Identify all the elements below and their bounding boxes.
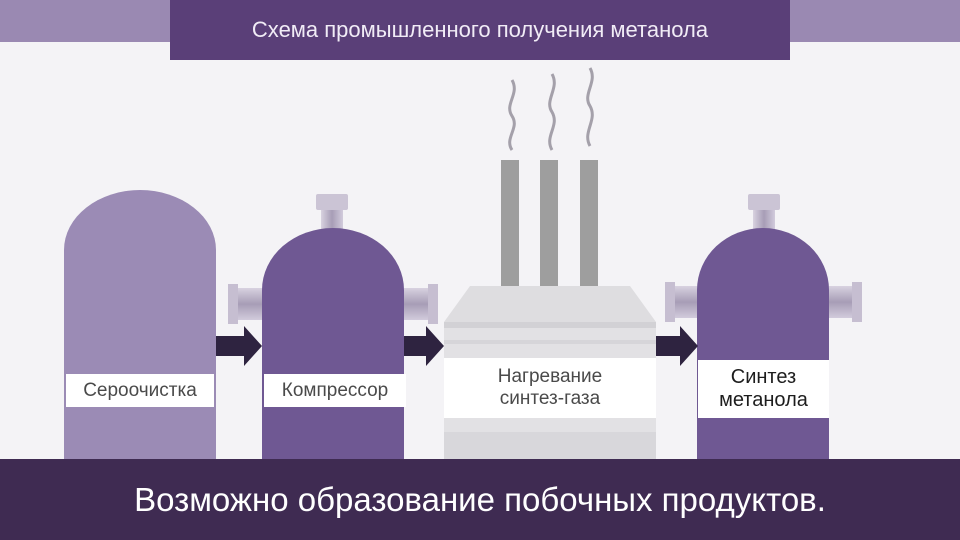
heating-label-line-1: Нагревание (497, 366, 603, 388)
arrow-3 (656, 326, 698, 366)
arrow-2 (404, 326, 444, 366)
header-accent-right (790, 0, 960, 42)
chimney-1 (501, 160, 519, 286)
page-title: Схема промышленного получения метанола (170, 0, 790, 60)
smoke-3 (586, 67, 594, 147)
stage-label-compressor: Компрессор (264, 374, 406, 407)
stage-label-heating: Нагревание синтез-газа (444, 358, 656, 418)
heating-label-line-2: синтез-газа (499, 388, 601, 409)
synthesis-label-line-2: метанола (719, 389, 808, 411)
stage-label-desulfurization: Сероочистка (66, 374, 214, 407)
stage-label-synthesis: Синтез метанола (698, 360, 829, 418)
chimney-3 (580, 160, 598, 286)
smoke-1 (508, 79, 516, 151)
header-accent-left (0, 0, 170, 42)
chimney-2 (540, 160, 558, 286)
heater-roof (444, 286, 656, 322)
synthesis-label-line-1: Синтез (730, 366, 797, 388)
smoke-2 (548, 73, 556, 151)
synthesis-vessel (697, 228, 829, 459)
footer-caption: Возможно образование побочных продуктов. (0, 459, 960, 540)
compressor-vessel (262, 228, 404, 459)
arrow-1 (216, 326, 262, 366)
desulfurization-vessel (64, 190, 216, 459)
